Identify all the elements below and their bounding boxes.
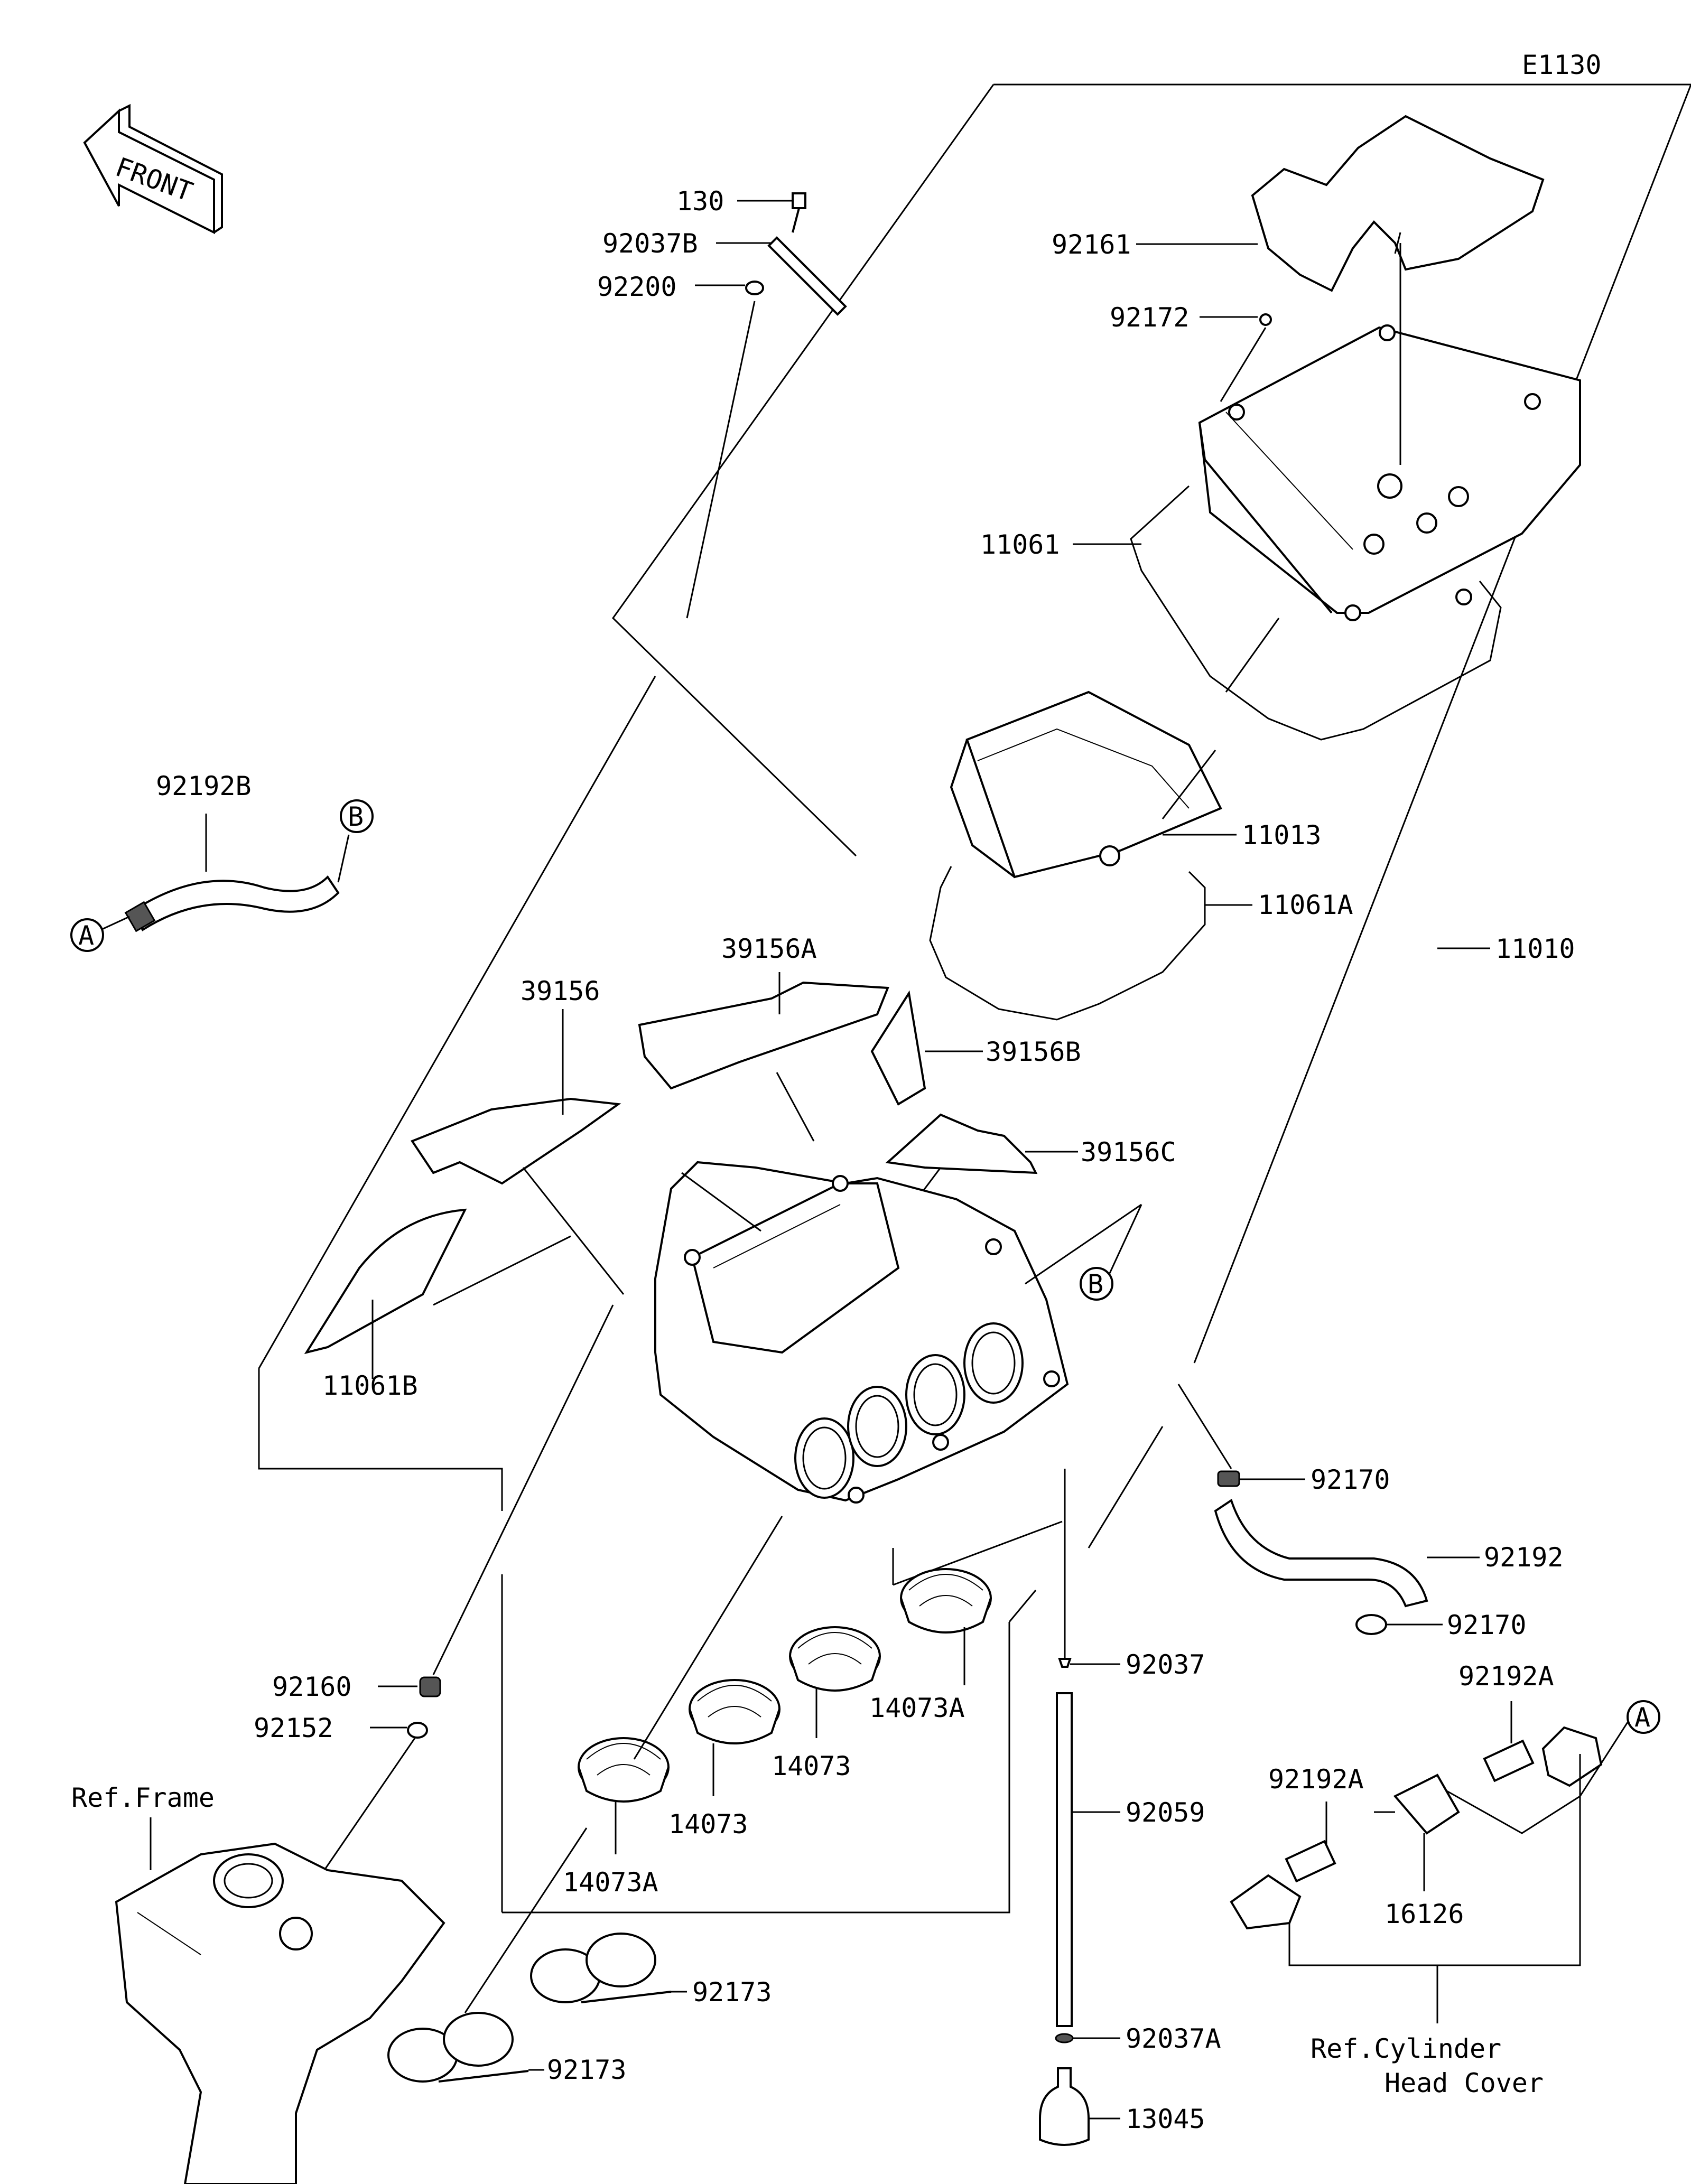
label-39156C: 39156C <box>1081 1137 1176 1168</box>
label-11061: 11061 <box>980 529 1060 560</box>
leader-11010: 11010 <box>1437 934 1575 964</box>
label-92170-bottom: 92170 <box>1447 1610 1527 1640</box>
duct-39156C: 39156C <box>885 1113 1176 1210</box>
ref-a-left: A <box>78 920 94 951</box>
air-filter-element-11013: 11013 <box>950 690 1322 879</box>
label-39156B: 39156B <box>986 1037 1081 1067</box>
label-13045: 13045 <box>1126 2104 1205 2134</box>
label-14073A-right: 14073A <box>869 1693 965 1723</box>
label-130: 130 <box>676 186 724 217</box>
gasket-11061B: 11061B <box>304 1208 571 1401</box>
air-cleaner-housing: B <box>654 1161 1142 1504</box>
ref-b-right: B <box>1088 1269 1103 1300</box>
label-16126: 16126 <box>1385 1899 1464 1929</box>
ref-cylinder-line1: Ref.Cylinder <box>1311 2033 1501 2064</box>
label-14073A-left: 14073A <box>563 1867 658 1898</box>
hose-92192B: A B 92192B <box>70 771 374 952</box>
pad-92161: 92161 <box>1052 115 1545 292</box>
air-cleaner-top-cover: 11061 <box>980 243 1581 741</box>
label-11013: 11013 <box>1242 820 1322 851</box>
label-92192: 92192 <box>1484 1542 1564 1573</box>
ducts-14073: 14073A 14073 14073 14073A <box>563 1516 992 1898</box>
label-92037A: 92037A <box>1126 2023 1221 2054</box>
label-92192A-right: 92192A <box>1458 1661 1554 1692</box>
hose-92192-group: 92170 92192 92170 <box>1214 1464 1564 1640</box>
label-14073-right: 14073 <box>772 1751 851 1781</box>
ref-b-top: B <box>348 801 364 832</box>
band-92037B: 92037B <box>602 228 847 316</box>
front-arrow-icon: FRONT <box>83 104 223 235</box>
clamps-92173: 92173 92173 <box>387 1827 772 2085</box>
label-92059: 92059 <box>1126 1797 1205 1828</box>
bolt-130: 130 <box>676 186 806 233</box>
duct-39156B: 39156B <box>870 990 1081 1106</box>
ref-frame: Ref.Frame <box>71 1782 445 2184</box>
label-92160: 92160 <box>272 1672 352 1702</box>
ref-frame-label: Ref.Frame <box>71 1782 215 1813</box>
gasket-11061A: 11061A <box>929 866 1353 1021</box>
label-14073-left: 14073 <box>668 1809 748 1840</box>
grommets-92160-92152: 92160 92152 <box>254 1304 614 1881</box>
label-39156A: 39156A <box>721 934 817 964</box>
label-92037B: 92037B <box>602 228 698 259</box>
drain-group: 92037 92059 92037A 13045 <box>1039 1469 1221 2146</box>
label-92192B: 92192B <box>156 771 252 801</box>
label-92037: 92037 <box>1126 1649 1205 1680</box>
label-92192A-left: 92192A <box>1268 1764 1364 1795</box>
label-11061B: 11061B <box>322 1370 418 1401</box>
label-92173-upper: 92173 <box>692 1977 772 2008</box>
assembly-outline <box>258 83 1691 1914</box>
duct-39156: 39156 <box>410 976 625 1295</box>
ref-cylinder-line2: Head Cover <box>1385 2068 1544 2098</box>
label-92170-top: 92170 <box>1311 1464 1390 1495</box>
duct-39156A: 39156A <box>638 934 889 1142</box>
label-11010: 11010 <box>1495 934 1575 964</box>
label-92152: 92152 <box>254 1713 333 1743</box>
label-39156: 39156 <box>521 976 600 1006</box>
screw-92172: 92172 <box>1110 302 1272 402</box>
label-92161: 92161 <box>1052 229 1131 260</box>
label-92172: 92172 <box>1110 302 1190 333</box>
label-92200: 92200 <box>597 272 677 302</box>
washer-92200: 92200 <box>597 272 764 619</box>
ref-a-right: A <box>1634 1702 1650 1733</box>
valve-16126-group: 92192A A 16126 92192A Ref.Cylinder Head … <box>1230 1661 1660 2098</box>
diagram-id: E1130 <box>1522 50 1602 80</box>
label-11061A: 11061A <box>1258 890 1353 920</box>
label-92173-lower: 92173 <box>547 2055 627 2085</box>
